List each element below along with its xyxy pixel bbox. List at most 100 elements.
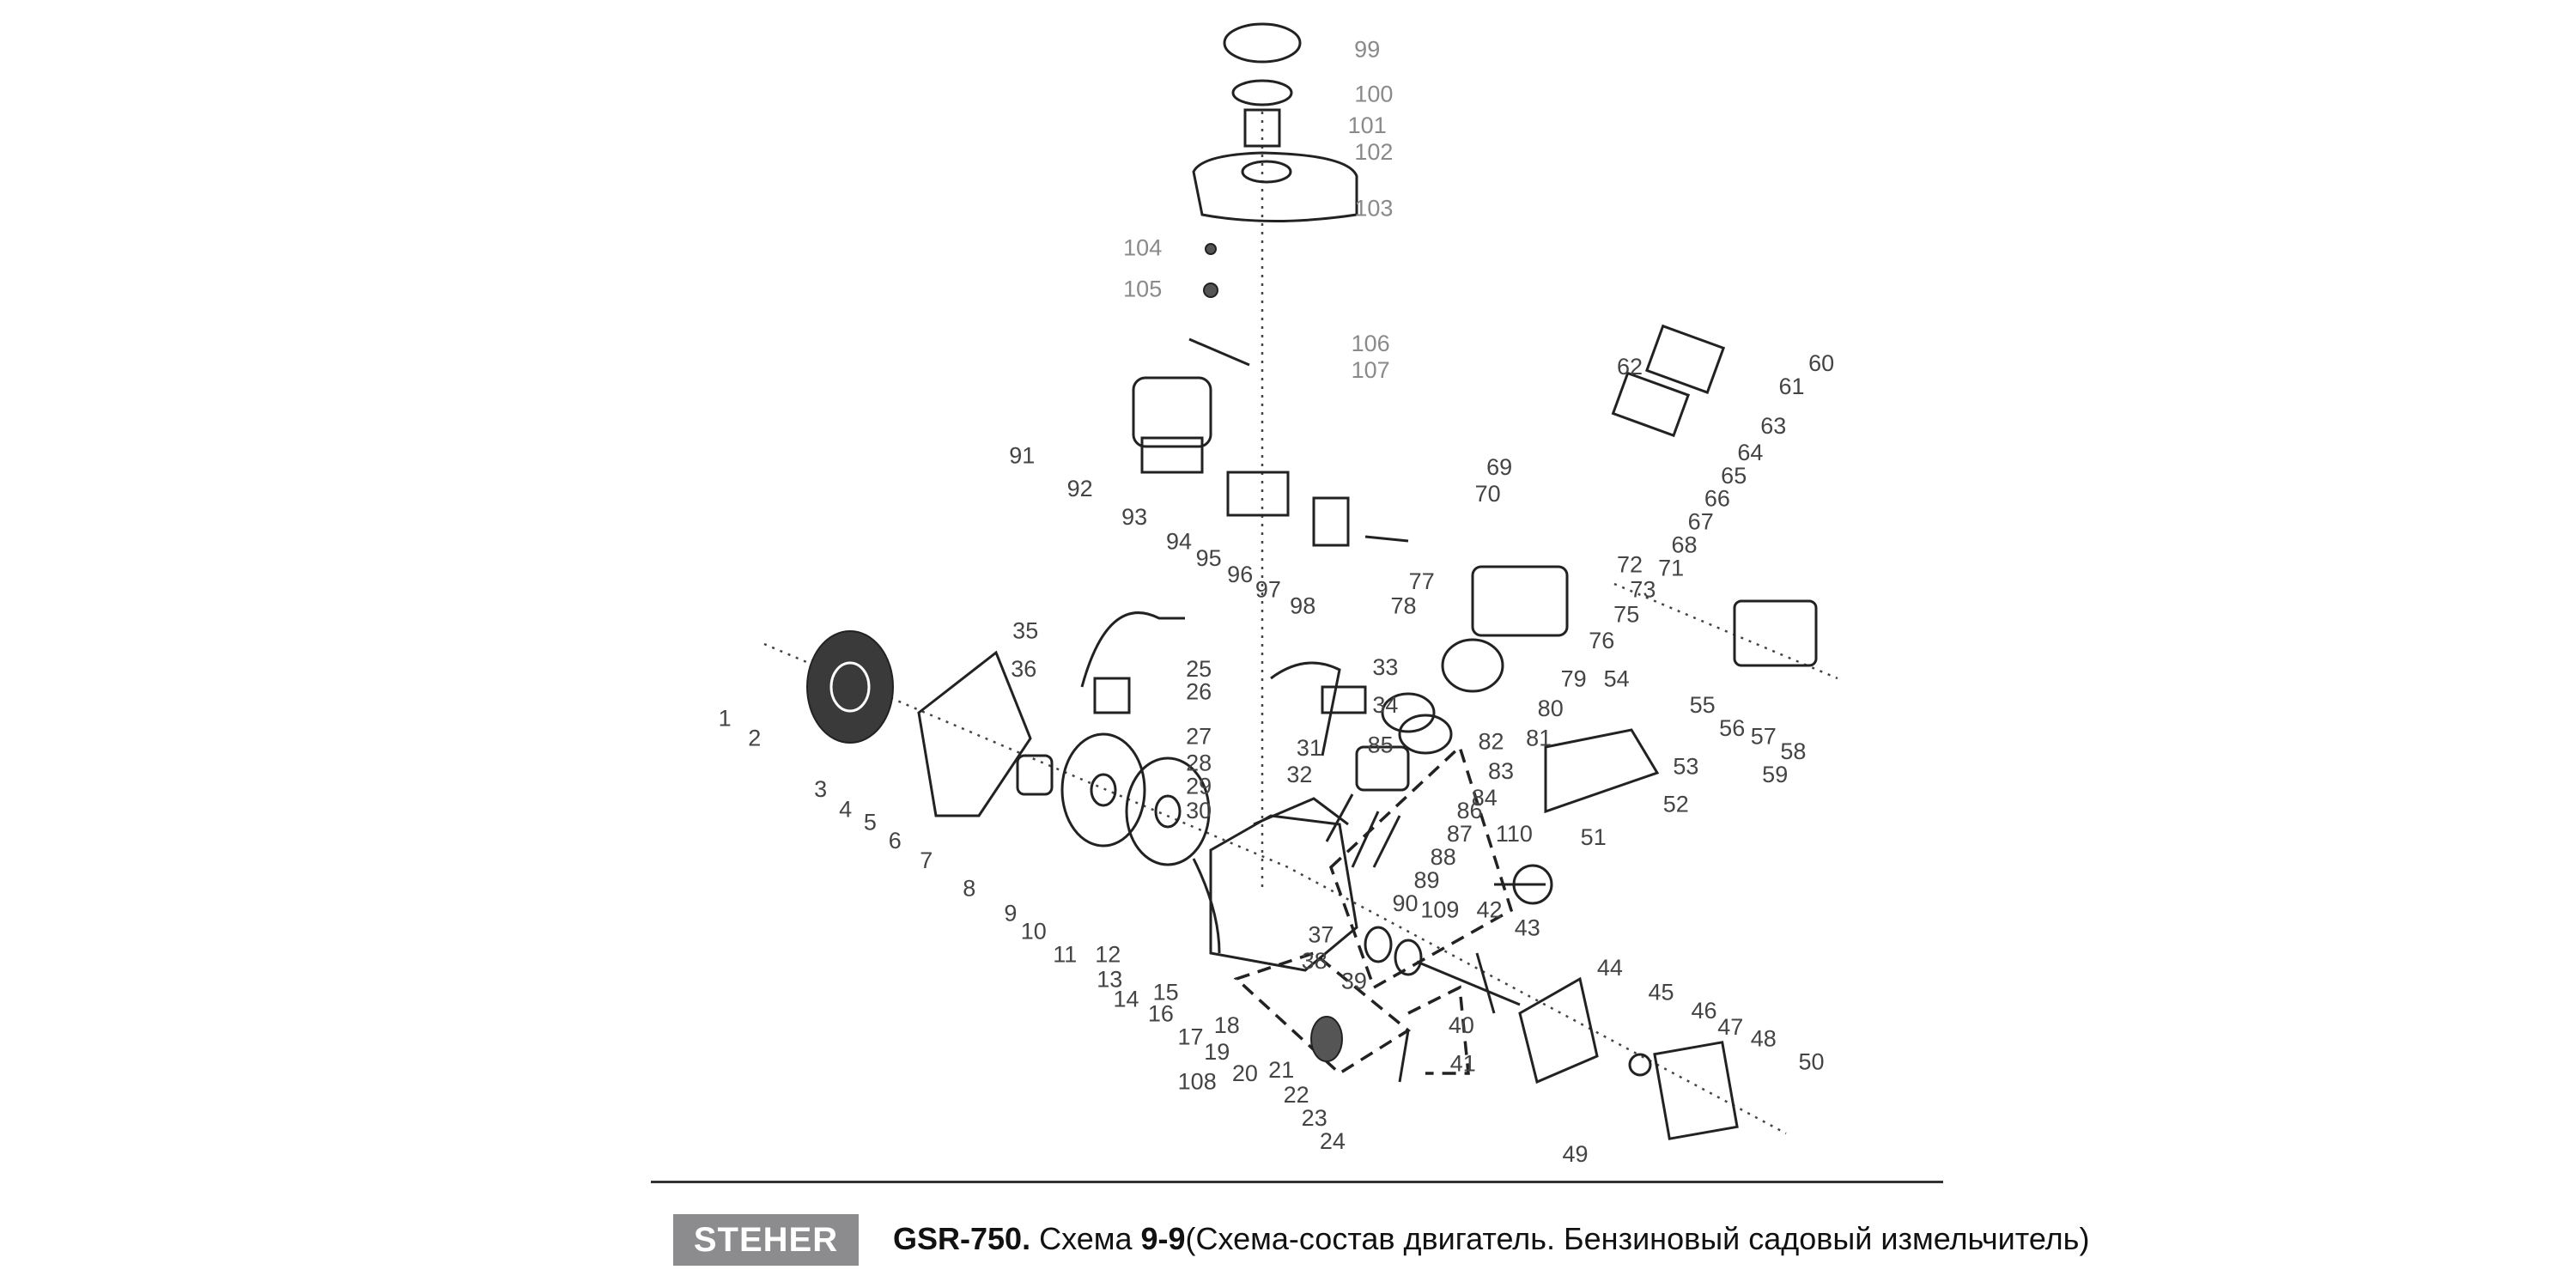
piston [1355,745,1410,792]
part-label-45: 45 [1648,980,1674,1005]
part-label-72: 72 [1617,552,1643,578]
part-label-36: 36 [1011,656,1036,682]
part-label-54: 54 [1604,665,1630,691]
part-label-9: 9 [1004,900,1017,926]
part-label-55: 55 [1690,692,1716,718]
part-label-96: 96 [1227,562,1253,587]
part-label-66: 66 [1704,486,1730,512]
part-label-20: 20 [1232,1060,1258,1086]
part-label-33: 33 [1372,654,1398,680]
part-label-19: 19 [1204,1039,1230,1065]
footer-divider [651,1181,1943,1183]
part-label-48: 48 [1751,1026,1777,1052]
part-label-84: 84 [1472,785,1498,811]
part-label-98: 98 [1290,593,1315,619]
part-label-99: 99 [1354,37,1380,63]
carburetor [1226,471,1290,517]
part-label-23: 23 [1302,1105,1327,1131]
part-label-42: 42 [1476,897,1502,923]
part-label-17: 17 [1177,1024,1203,1050]
part-label-34: 34 [1372,692,1398,718]
part-label-80: 80 [1538,696,1564,721]
part-label-102: 102 [1354,139,1393,165]
part-label-4: 4 [839,796,852,822]
piston-ring [1381,692,1436,733]
fan-cover [917,650,1032,817]
connecting-rod [1325,793,1354,842]
crankcase [1209,814,1358,972]
fuel-cap [1223,22,1302,64]
part-label-110: 110 [1496,821,1533,847]
part-label-24: 24 [1320,1128,1346,1154]
part-label-50: 50 [1798,1049,1824,1075]
part-label-35: 35 [1012,618,1038,644]
part-label-87: 87 [1447,821,1473,847]
part-label-79: 79 [1561,665,1587,691]
part-label-58: 58 [1780,738,1806,764]
part-label-18: 18 [1214,1012,1240,1038]
part-label-21: 21 [1268,1057,1294,1083]
part-label-59: 59 [1762,762,1788,787]
part-label-108: 108 [1178,1069,1217,1095]
part-label-81: 81 [1526,726,1552,751]
part-label-89: 89 [1413,867,1439,893]
part-label-60: 60 [1808,350,1834,376]
muffler-guard [1544,728,1660,814]
part-label-109: 109 [1420,897,1459,923]
part-label-3: 3 [814,776,827,802]
part-label-10: 10 [1021,919,1047,945]
part-label-78: 78 [1390,593,1416,619]
part-label-69: 69 [1486,454,1512,480]
fuel-filter-ring [1231,79,1293,106]
air-filter-housing [1132,376,1212,448]
part-label-91: 91 [1009,443,1035,469]
part-label-11: 11 [1053,942,1077,968]
part-label-92: 92 [1067,476,1093,501]
part-label-44: 44 [1597,955,1623,981]
part-label-85: 85 [1368,732,1394,757]
part-label-93: 93 [1121,504,1147,530]
part-label-95: 95 [1196,545,1222,571]
ignition-coil [1080,611,1185,688]
logo-text: STEHER [693,1221,839,1259]
part-label-103: 103 [1354,195,1393,221]
part-label-5: 5 [864,810,877,835]
part-label-63: 63 [1760,413,1786,439]
part-label-76: 76 [1589,628,1614,653]
part-label-88: 88 [1431,844,1456,870]
part-label-38: 38 [1302,948,1327,974]
part-label-12: 12 [1095,942,1121,968]
part-label-27: 27 [1186,724,1212,750]
part-label-68: 68 [1671,532,1697,558]
fuel-strainer [1243,108,1281,148]
flywheel [1060,732,1146,848]
part-label-40: 40 [1449,1012,1474,1038]
part-label-75: 75 [1613,601,1639,627]
part-label-62: 62 [1617,354,1643,380]
part-label-31: 31 [1297,735,1322,761]
part-label-7: 7 [920,848,933,873]
part-label-73: 73 [1630,577,1656,603]
part-label-37: 37 [1308,921,1334,947]
part-label-94: 94 [1166,529,1192,555]
part-label-82: 82 [1478,728,1504,754]
part-label-6: 6 [889,828,902,854]
part-label-53: 53 [1673,753,1698,779]
part-label-16: 16 [1148,1001,1174,1027]
part-label-32: 32 [1286,762,1312,787]
magneto-rotor [1125,756,1211,866]
part-label-43: 43 [1515,915,1540,941]
steher-logo: STEHER [673,1214,859,1266]
part-label-28: 28 [1186,750,1212,775]
part-label-26: 26 [1186,679,1212,705]
part-label-51: 51 [1581,824,1607,850]
crankshaft [1416,952,1521,1014]
part-label-61: 61 [1778,374,1804,399]
part-label-56: 56 [1719,715,1745,741]
recoil-starter [806,630,894,744]
part-label-97: 97 [1255,577,1281,603]
part-label-86: 86 [1456,798,1482,823]
part-label-39: 39 [1341,968,1367,993]
cylinder-head [1471,565,1569,637]
